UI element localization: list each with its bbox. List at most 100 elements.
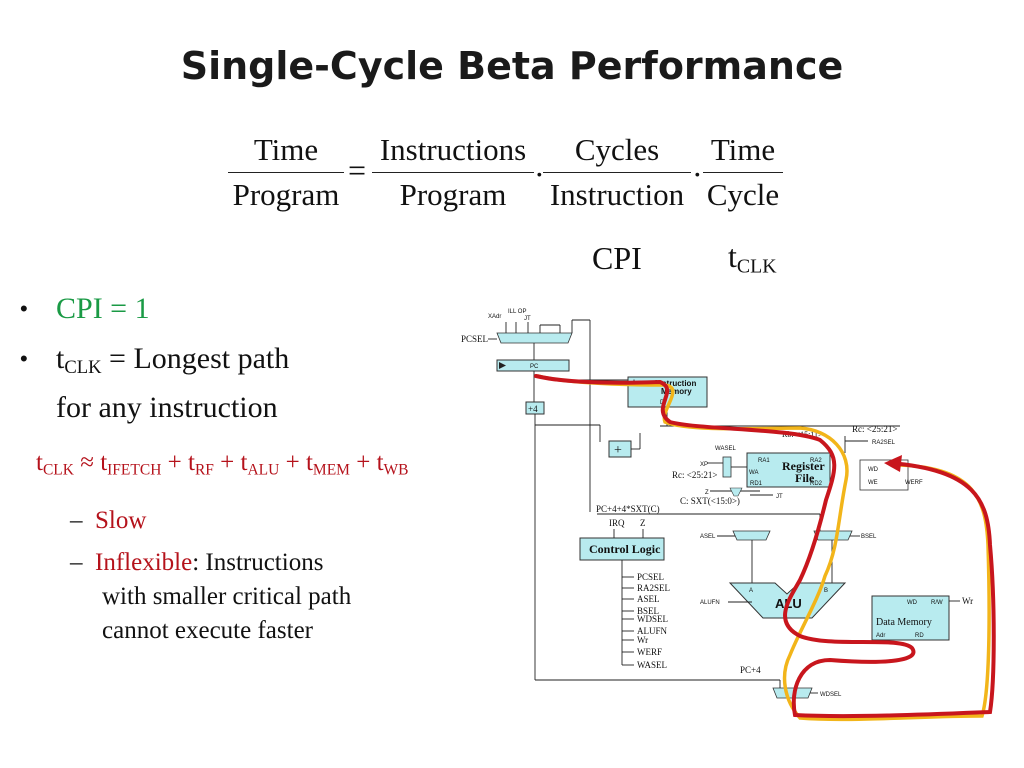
tclk-subscript: CLK xyxy=(736,255,777,278)
eq-f2-numerator: Cycles xyxy=(543,132,691,173)
alufn-label: ALUFN xyxy=(700,600,720,606)
dmem-adr: Adr xyxy=(876,633,885,639)
wasel-mux xyxy=(722,456,732,478)
ctl-wr: Wr xyxy=(637,635,648,645)
critical-path-arrowhead xyxy=(884,455,902,472)
dash-1: – xyxy=(70,507,83,534)
slide-title: Single-Cycle Beta Performance xyxy=(180,44,844,88)
register-file xyxy=(746,452,831,488)
asel-mux xyxy=(732,530,771,541)
rc-top-label: Rc: <25:21> xyxy=(852,424,897,434)
ctl-asel: ASEL xyxy=(637,594,660,604)
critical-path-red xyxy=(534,374,996,719)
data-memory xyxy=(871,595,950,641)
eq-lhs-numerator: Time xyxy=(228,132,344,173)
imem-line2: Memory xyxy=(661,387,692,396)
dmem-label: Data Memory xyxy=(876,617,932,628)
regfile-line2: File xyxy=(795,471,815,485)
xp-label: XP xyxy=(700,462,708,468)
pcsel-mux xyxy=(496,332,573,344)
eq-lhs-denominator: Program xyxy=(232,177,340,212)
ctl-wdsel: WDSEL xyxy=(637,614,668,624)
f-t-wb: t xyxy=(376,449,384,476)
regfile-wa: WA xyxy=(749,470,758,476)
f-t-alu: t xyxy=(240,449,248,476)
irq-label: IRQ xyxy=(609,518,625,528)
regfile-ra2: RA2 xyxy=(810,458,822,464)
bullet-tclk-sub: CLK xyxy=(64,357,102,379)
f-approx: ≈ xyxy=(73,449,101,476)
bullet-tclk: tCLK = Longest path for any instruction xyxy=(56,339,289,428)
sub-bullet-slow: – Slow xyxy=(70,504,146,538)
alu-a: A xyxy=(749,588,753,594)
eq-f1-numerator: Instructions xyxy=(372,132,534,173)
asel-label: ASEL xyxy=(700,534,716,540)
ctl-bsel: BSEL xyxy=(637,606,659,616)
eq-f1-denominator: Program xyxy=(399,177,507,212)
eq-instructions-per-program: Instructions Program xyxy=(372,132,534,213)
eq-time-per-program: Time Program xyxy=(228,132,344,213)
sub-bullet-inflexible: – Inflexible: Instructions with smaller … xyxy=(70,546,351,648)
bsel-mux xyxy=(813,530,853,541)
regfile-wd: WD xyxy=(868,467,879,473)
branch-adder-plus: + xyxy=(614,443,622,458)
inflexible-line2: with smaller critical path xyxy=(102,583,352,610)
tclk-label: tCLK xyxy=(728,238,777,279)
f-t-rf: t xyxy=(188,449,195,476)
inflexible-rest: : Instructions xyxy=(192,549,324,576)
wasel-label: WASEL xyxy=(715,446,736,452)
bullet-dot-2: • xyxy=(20,346,28,371)
f-t-mem: t xyxy=(305,449,313,476)
slow-text: Slow xyxy=(95,507,147,534)
f-plus-4: + xyxy=(349,449,377,476)
tclk-base: t xyxy=(728,238,737,274)
f-plus-1: + xyxy=(161,449,188,476)
ctl-wasel: WASEL xyxy=(637,660,667,670)
f-t: t xyxy=(36,449,43,476)
branch-target-label: PC+4+4*SXT(C) xyxy=(596,504,660,514)
imem-line1: Instruction xyxy=(655,379,696,388)
ctl-pcsel: PCSEL xyxy=(637,572,664,582)
ra2sel-label: RA2SEL xyxy=(872,440,896,446)
dash-2: – xyxy=(70,549,83,576)
rc-left-label: Rc: <25:21> xyxy=(672,470,717,480)
dmem-rd: RD xyxy=(915,633,924,639)
regfile-rd1: RD1 xyxy=(750,481,763,487)
pcsel-label: PCSEL xyxy=(461,334,488,344)
f-clk: CLK xyxy=(42,461,74,479)
eq-time-per-cycle: Time Cycle xyxy=(703,132,783,213)
eq-f3-denominator: Cycle xyxy=(706,177,780,212)
f-rf: RF xyxy=(194,461,214,479)
f-alu: ALU xyxy=(247,461,280,479)
f-plus-2: + xyxy=(213,449,241,476)
plus4-label: +4 xyxy=(528,404,538,414)
sxt-label: C: SXT(<15:0>) xyxy=(680,496,740,506)
bullet-tclk-t: t xyxy=(56,342,65,375)
f-wb: WB xyxy=(383,461,409,479)
pc-register xyxy=(496,359,570,372)
jt2-label: JT xyxy=(776,494,783,500)
wdsel-label: WDSEL xyxy=(820,692,842,698)
regfile-we: WE xyxy=(868,480,878,486)
inflexible-line3: cannot execute faster xyxy=(102,617,313,644)
dmem-wd: WD xyxy=(907,600,918,606)
eq-f3-numerator: Time xyxy=(703,132,783,173)
control-logic-label: Control Logic xyxy=(589,542,661,556)
regfile-line1: Register xyxy=(782,459,825,473)
f-ifetch: IFETCH xyxy=(107,461,162,479)
inflexible-text: Inflexible xyxy=(95,549,193,576)
eq-equals: = xyxy=(348,152,367,188)
bsel-label: BSEL xyxy=(861,534,877,540)
f-t-ifetch: t xyxy=(100,449,108,476)
f-plus-3: + xyxy=(279,449,306,476)
ctl-alufn: ALUFN xyxy=(637,626,668,636)
z-input-label: Z xyxy=(640,518,646,528)
bullet-tclk-line2: for any instruction xyxy=(56,391,278,425)
bullet-tclk-rest: = Longest path xyxy=(101,342,290,375)
eq-cycles-per-instruction: Cycles Instruction xyxy=(543,132,691,213)
f-mem: MEM xyxy=(312,461,350,479)
xadr-label: XAdr xyxy=(488,314,501,320)
pc-label: PC xyxy=(530,364,539,370)
